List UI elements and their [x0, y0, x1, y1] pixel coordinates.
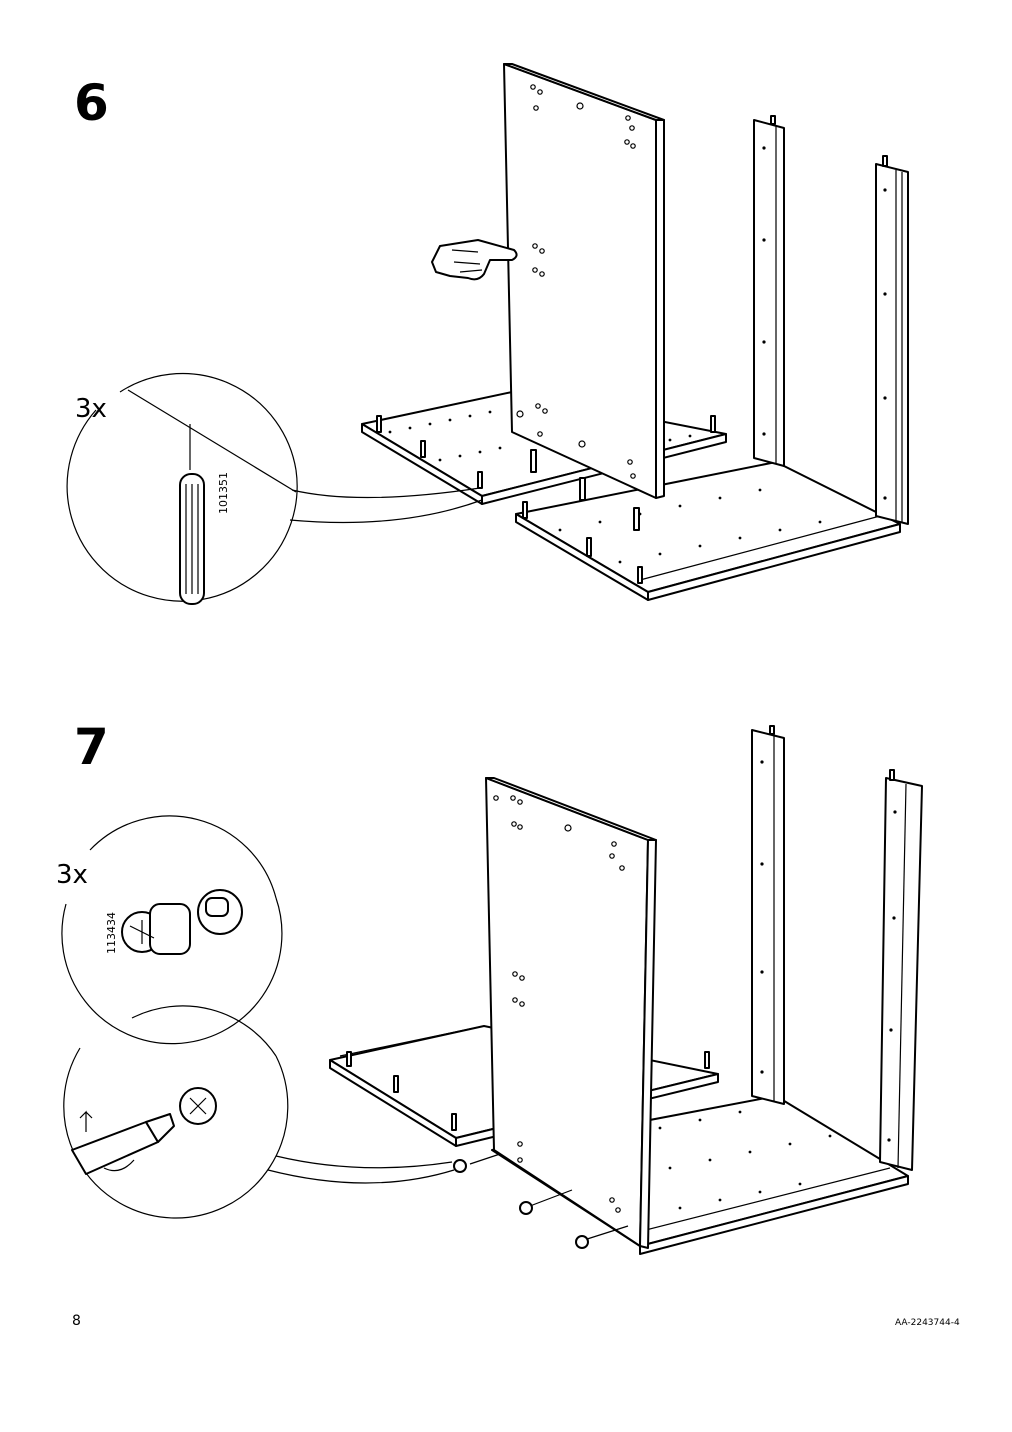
screwdriver-detail-circle: [63, 1005, 455, 1219]
side-panel: [503, 63, 665, 531]
hand-pointing-icon: [431, 239, 518, 281]
step-7-number: 7: [74, 718, 109, 776]
cam-lock-icon: [121, 889, 243, 955]
rail-middle: [753, 115, 785, 467]
step-6-quantity: 3x: [75, 394, 107, 424]
step-6-illustration: [66, 63, 909, 605]
rail-middle: [751, 725, 785, 1105]
step-7-quantity: 3x: [56, 860, 88, 890]
side-panel: [485, 777, 657, 1249]
rail-right: [879, 769, 923, 1171]
cam-lock-detail-circle: [61, 815, 283, 1045]
page-number: 8: [72, 1313, 81, 1329]
rail-right: [875, 155, 909, 525]
document-code: AA-2243744-4: [895, 1318, 960, 1328]
bottom-panel-right: [515, 461, 901, 601]
wooden-dowel-icon: [179, 473, 205, 605]
dowel-detail-circle: [66, 373, 483, 605]
step-7-part-number: 113434: [105, 912, 118, 954]
step-6-number: 6: [74, 74, 109, 132]
screwdriver-icon: [71, 1113, 175, 1175]
step-7-illustration: [61, 725, 923, 1255]
cam-lock-parts: [453, 1153, 629, 1249]
